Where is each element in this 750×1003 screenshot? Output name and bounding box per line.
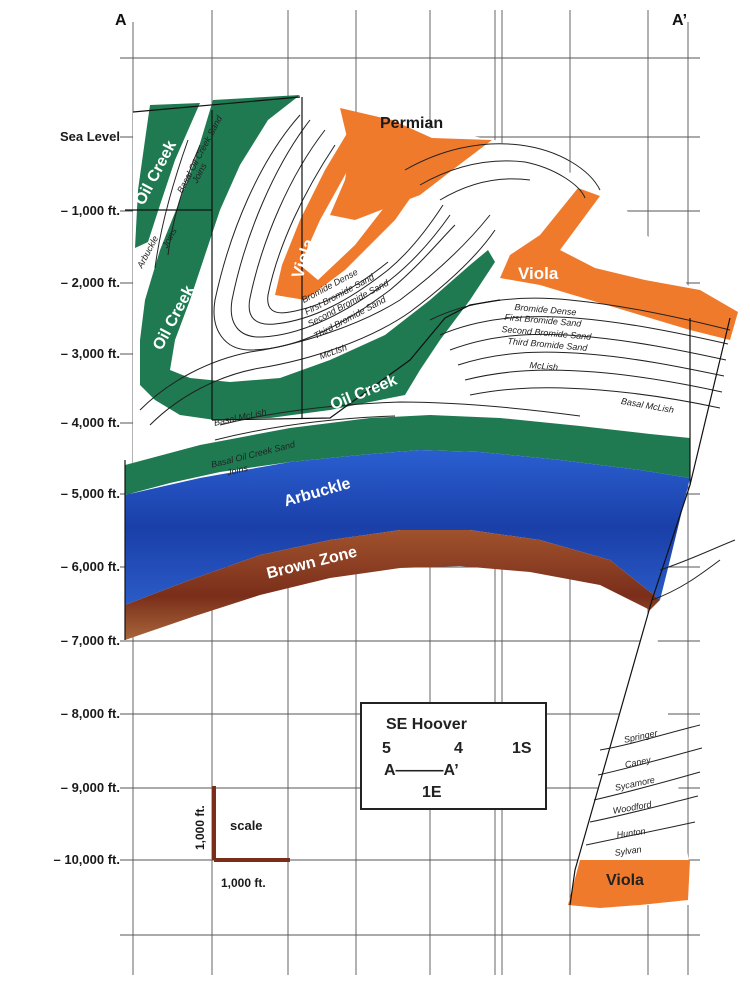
location-legend: SE Hoover 5 4 1S A———A’ 1E bbox=[360, 702, 547, 810]
depth-label-2000: – 2,000 ft. bbox=[60, 275, 120, 290]
depth-label-1000: – 1,000 ft. bbox=[60, 203, 120, 218]
arbuckle-band bbox=[125, 450, 690, 605]
unit-label-viola-bottom: Viola bbox=[606, 872, 644, 889]
depth-label-7000: – 7,000 ft. bbox=[60, 633, 120, 648]
viola-bottom bbox=[568, 860, 690, 908]
depth-label-5000: – 5,000 ft. bbox=[60, 486, 120, 501]
scale-horizontal-label: 1,000 ft. bbox=[221, 876, 266, 890]
legend-township-4: 4 bbox=[454, 740, 463, 757]
depth-label-9000: – 9,000 ft. bbox=[60, 780, 120, 795]
depth-label-8000: – 8,000 ft. bbox=[60, 706, 120, 721]
scale-bar bbox=[212, 786, 290, 862]
legend-section-line: A———A’ bbox=[384, 762, 459, 779]
legend-township-5: 5 bbox=[382, 740, 391, 757]
permian-wedge bbox=[330, 108, 492, 220]
depth-label-sea-level: Sea Level bbox=[60, 129, 120, 144]
depth-label-6000: – 6,000 ft. bbox=[60, 559, 120, 574]
section-end-left: A bbox=[115, 12, 127, 29]
section-body bbox=[133, 97, 730, 905]
scale-vertical-label: 1,000 ft. bbox=[193, 805, 207, 850]
section-end-right: A’ bbox=[672, 12, 688, 29]
brown-zone-band bbox=[125, 530, 660, 640]
oil-creek-upper-left bbox=[135, 103, 200, 248]
depth-label-10000: – 10,000 ft. bbox=[53, 852, 121, 867]
legend-title: SE Hoover bbox=[386, 716, 467, 733]
viola-right bbox=[500, 188, 738, 340]
legend-range-1s: 1S bbox=[512, 740, 532, 757]
oil-creek-main bbox=[140, 95, 495, 420]
legend-range-1e: 1E bbox=[422, 784, 442, 801]
section-outline bbox=[124, 96, 731, 906]
unit-label-viola-right: Viola bbox=[518, 264, 559, 283]
scale-label: scale bbox=[230, 818, 263, 833]
oil-creek-lower bbox=[125, 415, 690, 495]
viola-center bbox=[275, 120, 435, 300]
depth-label-4000: – 4,000 ft. bbox=[60, 415, 120, 430]
depth-label-3000: – 3,000 ft. bbox=[60, 346, 120, 361]
stratal-contours bbox=[139, 114, 736, 846]
unit-label-permian: Permian bbox=[380, 115, 444, 132]
